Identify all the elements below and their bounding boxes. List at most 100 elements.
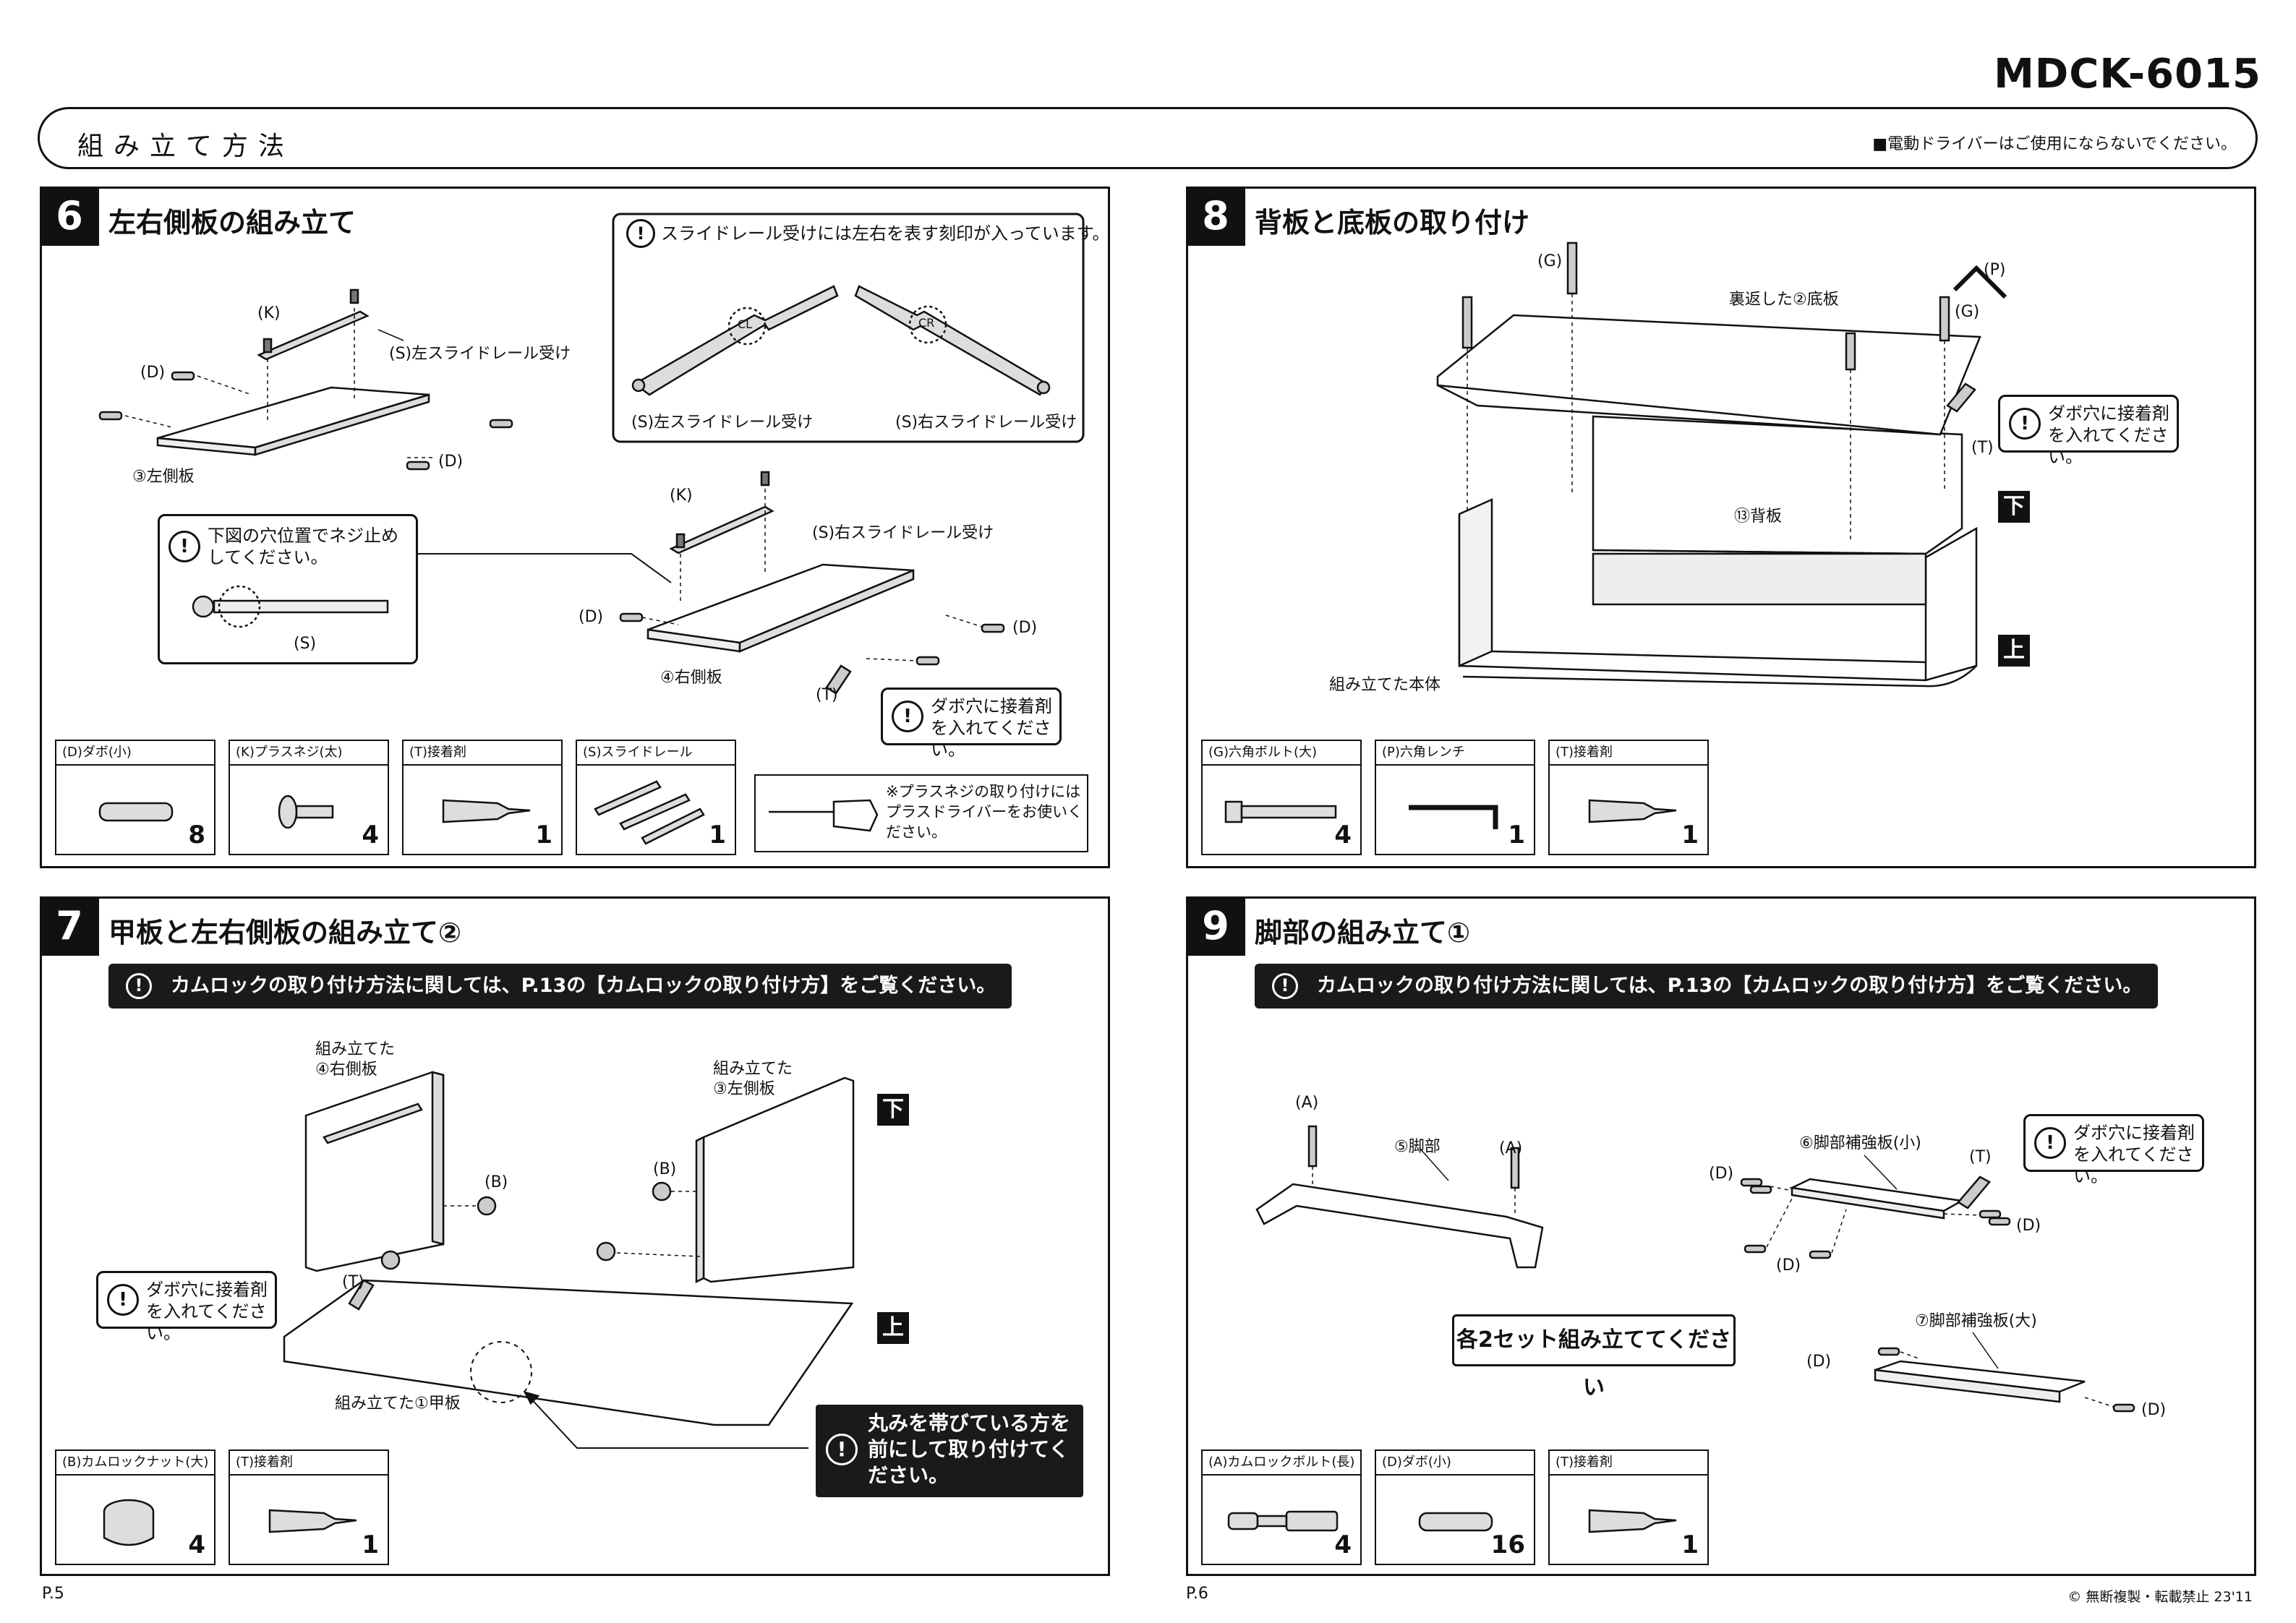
label-left-panel: ③左側板 <box>132 468 195 486</box>
page-number-left: P.5 <box>42 1585 64 1603</box>
part-label: (S)スライドレール <box>577 741 735 766</box>
part-qty: 4 <box>362 821 379 849</box>
model-number: MDCK-6015 <box>1994 51 2261 98</box>
cam-bolt-icon <box>1227 1510 1339 1532</box>
part-label: (K)プラスネジ(太) <box>230 741 388 766</box>
right-rail <box>669 505 774 554</box>
step-8-diagram <box>1436 241 2007 688</box>
step-number: 7 <box>40 896 99 956</box>
round-edge-note: ! 丸みを帯びている方を前にして取り付けてください。 <box>816 1405 1083 1497</box>
cam-bolt-icon <box>1307 1125 1318 1168</box>
part-qty: 1 <box>362 1530 379 1559</box>
glue-note-text: ダボ穴に接着剤を入れてください。 <box>2048 403 2169 467</box>
warning-icon: ! <box>826 1434 858 1465</box>
part-qty: 8 <box>188 821 205 849</box>
step-7-panel: 7 甲板と左右側板の組み立て② !カムロックの取り付け方法に関しては、P.13の… <box>40 896 1110 1576</box>
label-t: (T) <box>342 1273 364 1291</box>
part-box-dowel: (D)ダボ(小) 16 <box>1375 1449 1535 1565</box>
part-label: (D)ダボ(小) <box>56 741 214 766</box>
label-g-2: (G) <box>1955 303 1980 321</box>
label-large-brace: ⑦脚部補強板(大) <box>1915 1312 2037 1330</box>
label-right-assembled: 組み立てた ④右側板 <box>315 1040 396 1079</box>
label-top-board: 組み立てた①甲板 <box>335 1395 461 1413</box>
step-number: 6 <box>40 187 99 246</box>
glue-tube-icon <box>1588 799 1677 823</box>
part-box-glue: (T)接着剤 1 <box>1548 1449 1709 1565</box>
glue-note-text: ダボ穴に接着剤を入れてください。 <box>2073 1123 2195 1186</box>
warning-icon: ! <box>126 973 152 999</box>
warning-icon: ! <box>2034 1127 2066 1159</box>
tag-cr: CR <box>918 316 935 330</box>
label-a-2: (A) <box>1499 1139 1523 1157</box>
down-marker: 下 <box>1998 491 2030 523</box>
screw-note-box: ! 下図の穴位置でネジ止めしてください。 (S) <box>158 514 418 664</box>
glue-note-box: ! ダボ穴に接着剤を入れてください。 <box>96 1271 277 1343</box>
part-box-cam-bolt: (A)カムロックボルト(長) 4 <box>1201 1449 1362 1565</box>
label-a-1: (A) <box>1295 1094 1319 1112</box>
rail-note-box <box>612 213 1085 443</box>
part-box-glue: (T)接着剤 1 <box>1548 740 1709 855</box>
step-6-panel: 6 左右側板の組み立て <box>40 187 1110 868</box>
glue-note-box: ! ダボ穴に接着剤を入れてください。 <box>2023 1114 2204 1186</box>
part-qty: 1 <box>1681 1530 1699 1559</box>
warning-icon: ! <box>892 701 923 732</box>
label-t: (T) <box>1969 1148 1992 1166</box>
bottom-board <box>1436 314 1981 436</box>
label-k-1: (K) <box>257 304 281 322</box>
warning-icon: ! <box>2009 408 2041 440</box>
label-g-1: (G) <box>1537 252 1563 270</box>
part-qty: 1 <box>1681 821 1699 849</box>
part-box-hex-bolt: (G)六角ボルト(大) 4 <box>1201 740 1362 855</box>
hex-bolt-icon <box>1224 800 1337 823</box>
back-panel <box>1592 415 1963 555</box>
screw-k-icon <box>263 338 273 354</box>
step-title: 左右側板の組み立て <box>108 207 357 239</box>
part-qty: 1 <box>535 821 552 849</box>
label-t: (T) <box>816 686 838 704</box>
screw-icon <box>278 795 334 829</box>
warning-icon: ! <box>168 531 200 562</box>
part-qty: 4 <box>188 1530 205 1559</box>
copyright: © 無断複製・転載禁止 23'11 <box>2067 1589 2253 1605</box>
round-edge-note-text: 丸みを帯びている方を前にして取り付けてください。 <box>868 1411 1071 1487</box>
warning-icon: ! <box>107 1284 139 1316</box>
part-label: (G)六角ボルト(大) <box>1203 741 1360 766</box>
dowel-icon <box>171 371 195 381</box>
step-8-panel: 8 背板と底板の取り付け <box>1186 187 2256 868</box>
part-qty: 4 <box>1334 821 1352 849</box>
glue-tube-icon <box>442 799 531 823</box>
header-note: ■電動ドライバーはご使用にならないでください。 <box>1872 135 2237 153</box>
label-d-2: (D) <box>2016 1217 2041 1235</box>
page-title: 組み立て方法 <box>77 132 295 161</box>
glue-note-box: ! ダボ穴に接着剤を入れてください。 <box>1998 395 2179 467</box>
label-t: (T) <box>1971 439 1994 457</box>
left-rail <box>257 310 370 361</box>
up-marker: 上 <box>1998 635 2030 667</box>
part-qty: 1 <box>709 821 726 849</box>
glue-note-text: ダボ穴に接着剤を入れてください。 <box>931 696 1052 760</box>
cam-nut-icon <box>477 1196 497 1216</box>
hex-wrench-icon <box>1953 265 2007 299</box>
label-back-panel: ⑬背板 <box>1734 508 1783 526</box>
step-number: 9 <box>1186 896 1245 956</box>
label-d-3: (D) <box>579 608 604 626</box>
label-s-right: (S)右スライドレール受け <box>812 524 994 542</box>
glue-tube-icon <box>268 1509 357 1533</box>
label-d-2: (D) <box>438 453 464 471</box>
part-box-glue: (T)接着剤 1 <box>402 740 563 855</box>
rail-end-icon <box>192 585 389 628</box>
label-b-2: (B) <box>653 1160 677 1178</box>
leg-part <box>1255 1183 1544 1269</box>
step-number: 8 <box>1186 187 1245 246</box>
label-right-panel: ④右側板 <box>660 669 722 687</box>
screwdriver-note-text: ※プラスネジの取り付けにはプラスドライバーをお使いください。 <box>886 783 1083 841</box>
part-box-glue: (T)接着剤 1 <box>229 1449 389 1565</box>
hex-wrench-icon <box>1409 805 1498 829</box>
warning-icon: ! <box>626 219 655 248</box>
label-p: (P) <box>1984 261 2006 279</box>
label-s-left: (S)左スライドレール受け <box>389 345 571 363</box>
label-s: (S) <box>294 635 317 653</box>
part-box-dowel: (D)ダボ(小) 8 <box>55 740 215 855</box>
part-label: (T)接着剤 <box>1550 1451 1707 1476</box>
label-small-brace: ⑥脚部補強板(小) <box>1799 1134 1921 1152</box>
